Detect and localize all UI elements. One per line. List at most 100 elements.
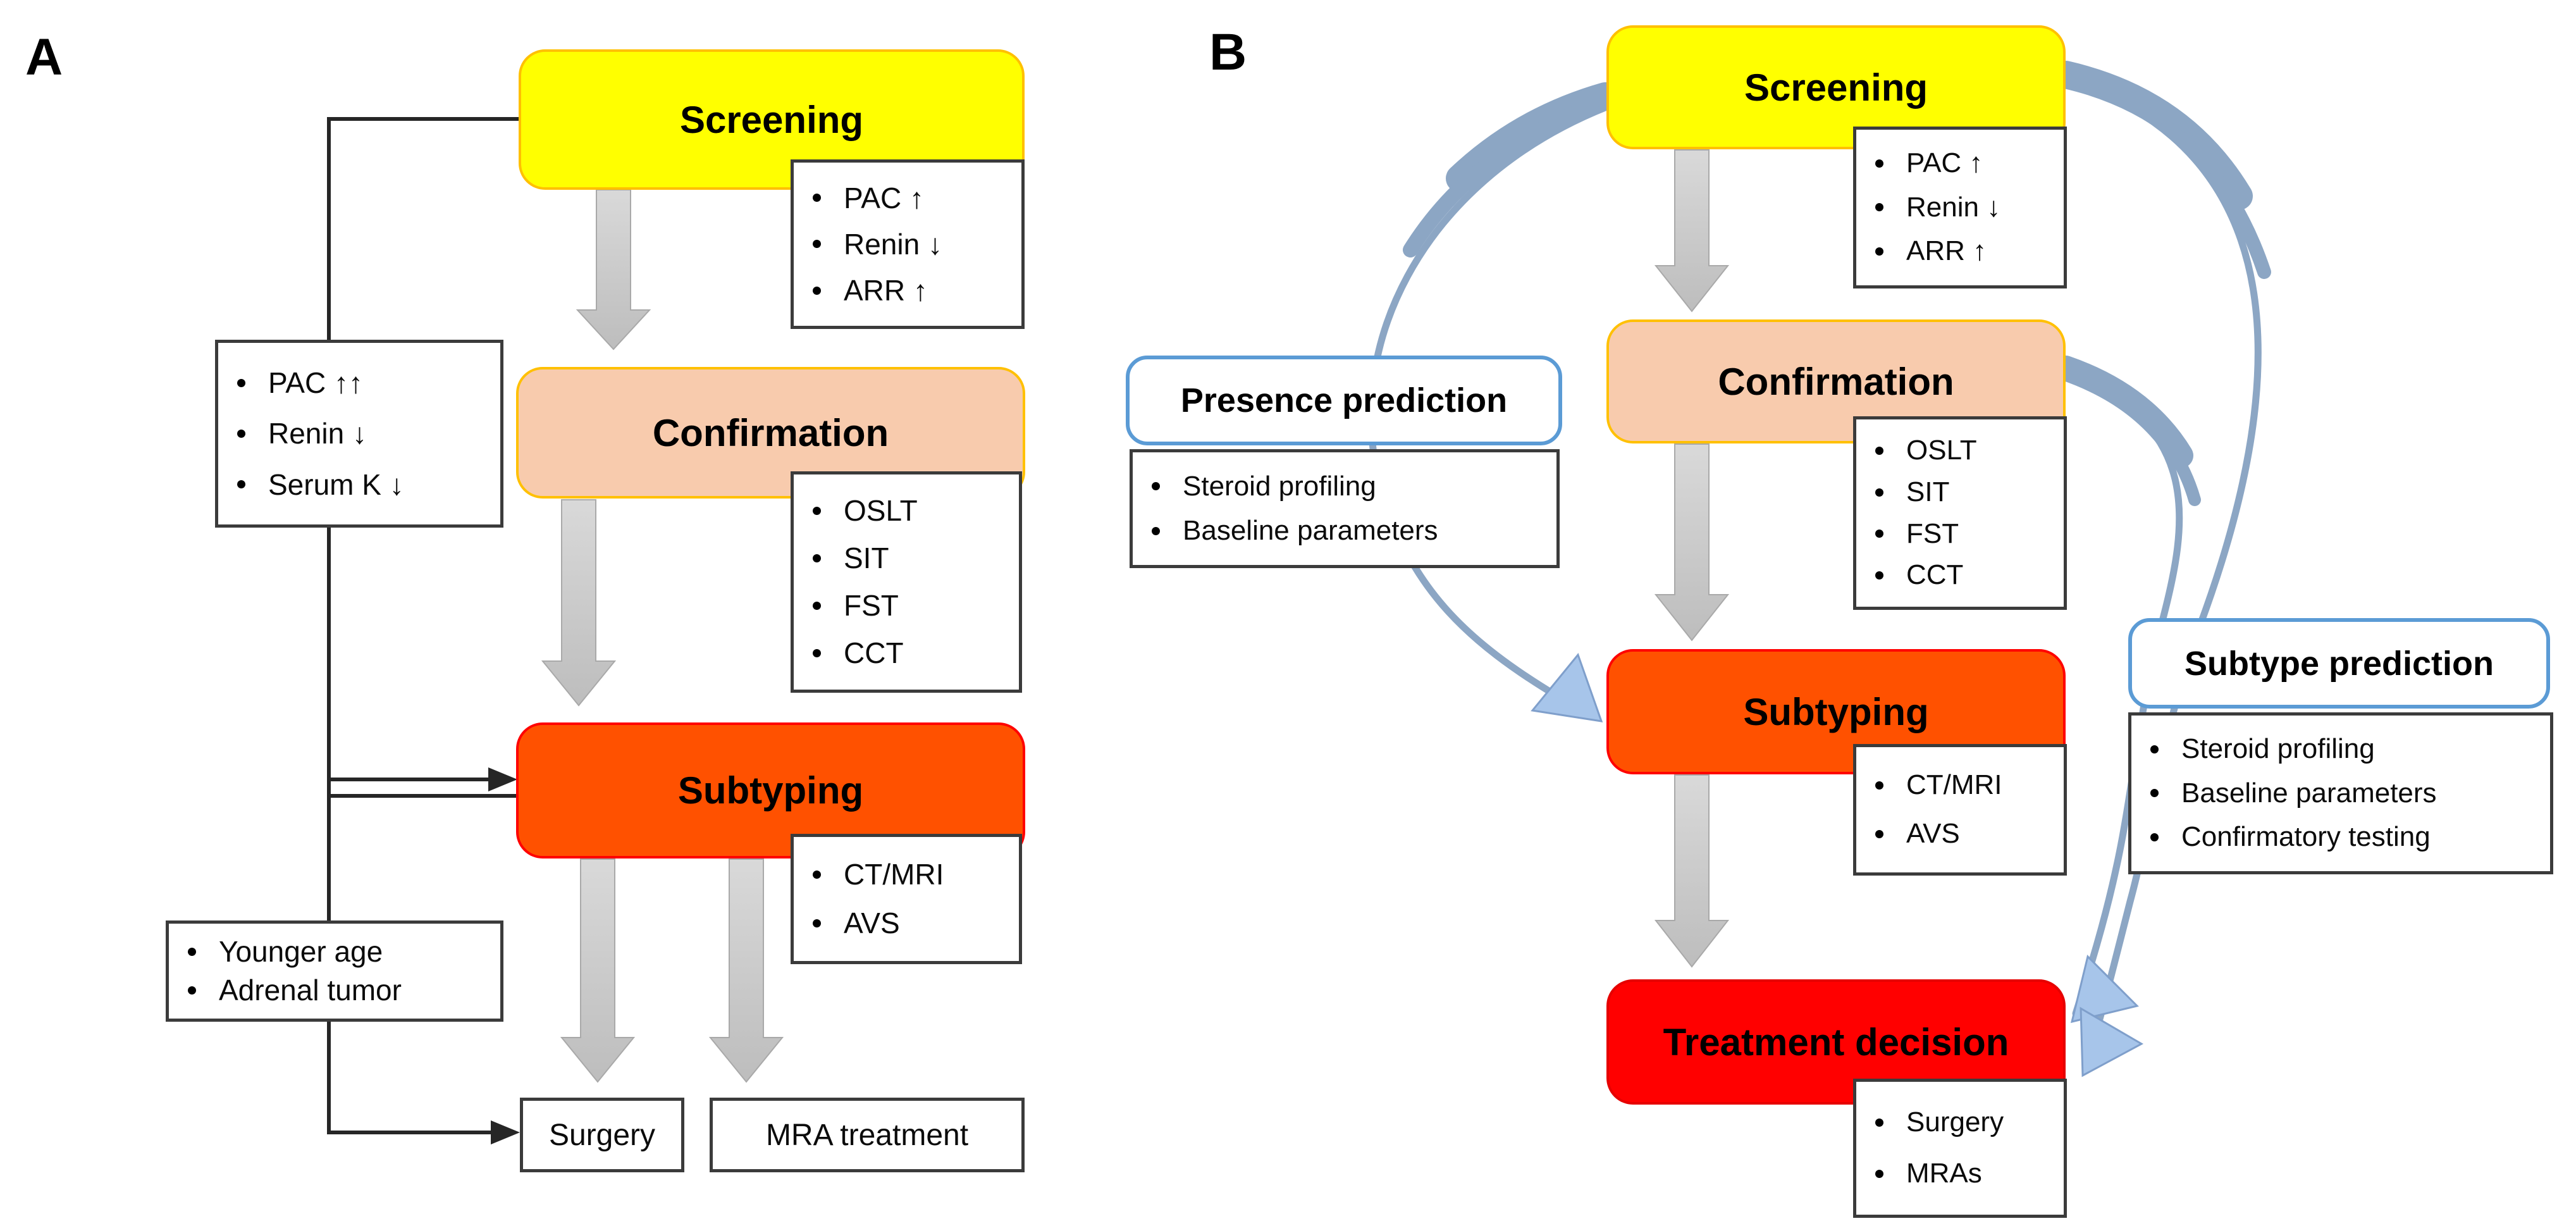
bullet-icon: [1875, 247, 1883, 256]
list-item: Confirmatory testing: [2150, 821, 2545, 853]
curve-group: [1367, 61, 2271, 1072]
bullet-list: CT/MRI AVS: [1875, 752, 2059, 867]
presence-prediction-note: Steroid profiling Baseline parameters: [1130, 449, 1560, 568]
flow-arrow-subtyping-surgery-icon: [560, 858, 636, 1083]
list-item: CT/MRI: [813, 858, 1014, 891]
bullet-text: Baseline parameters: [2181, 777, 2437, 809]
bullet-icon: [237, 378, 245, 387]
bullet-text: PAC ↑: [1906, 147, 1983, 179]
bullet-text: CT/MRI: [844, 858, 944, 891]
flow-arrow-confirmation-subtyping-icon: [541, 499, 617, 707]
bullet-list: PAC ↑↑ Renin ↓ Serum K ↓: [237, 348, 495, 519]
bullet-icon: [1875, 488, 1883, 497]
bullet-text: Renin ↓: [844, 227, 942, 261]
subtype-prediction-note: Steroid profiling Baseline parameters Co…: [2128, 712, 2553, 874]
bullet-icon: [237, 480, 245, 489]
bullet-icon: [813, 194, 821, 202]
bullet-text: Renin ↓: [1906, 191, 2001, 223]
stage-title: Treatment decision: [1663, 1020, 2009, 1063]
subtype-prediction-box: Subtype prediction: [2128, 618, 2550, 709]
list-item: Adrenal tumor: [188, 974, 495, 1007]
bullet-icon: [1875, 530, 1883, 538]
bullet-text: Confirmatory testing: [2181, 821, 2431, 853]
list-item: Serum K ↓: [237, 468, 495, 501]
presence-prediction-box: Presence prediction: [1126, 356, 1562, 445]
bullet-list: PAC ↑ Renin ↓ ARR ↑: [813, 168, 1016, 321]
bullet-text: Baseline parameters: [1183, 514, 1438, 546]
list-item: FST: [1875, 518, 2059, 549]
bullet-text: OSLT: [844, 494, 918, 528]
list-item: Baseline parameters: [2150, 778, 2545, 809]
outcome-mra-box: MRA treatment: [710, 1098, 1025, 1172]
bullet-list: Surgery MRAs: [1875, 1087, 2059, 1210]
bullet-icon: [1152, 482, 1160, 491]
prediction-title: Presence prediction: [1180, 381, 1508, 419]
bullet-text: AVS: [1906, 818, 1960, 850]
bullet-icon: [1875, 203, 1883, 212]
bullet-icon: [2150, 833, 2159, 842]
bullet-list: Younger age Adrenal tumor: [188, 929, 495, 1013]
bullet-list: Steroid profiling Baseline parameters Co…: [2150, 721, 2545, 866]
flow-arrow-subtyping-mra-icon: [708, 858, 784, 1083]
curve-screening-to-subtyping-mid-icon: [1403, 94, 1613, 257]
outcome-surgery-box: Surgery: [520, 1098, 684, 1172]
subtyping-tests-note-a: CT/MRI AVS: [791, 834, 1022, 964]
connector-trunk-line: [327, 117, 519, 1134]
bullet-text: Younger age: [219, 934, 383, 968]
list-item: Baseline parameters: [1152, 514, 1551, 546]
list-item: CCT: [813, 637, 1014, 669]
list-item: Surgery: [1875, 1107, 2059, 1137]
bullet-icon: [813, 648, 821, 657]
confirmation-tests-note-b: OSLT SIT FST CCT: [1853, 416, 2067, 610]
blue-arrowhead-into-treatment-lower-icon: [2080, 1007, 2144, 1077]
list-item: SIT: [1875, 476, 2059, 507]
bullet-text: Steroid profiling: [2181, 733, 2375, 765]
bullet-text: PAC ↑↑: [268, 366, 363, 399]
bullet-icon: [813, 554, 821, 563]
bullet-text: CCT: [1906, 559, 1964, 591]
blue-arrowhead-into-subtyping-icon: [1531, 652, 1603, 722]
bullet-list: CT/MRI AVS: [813, 842, 1014, 956]
list-item: Younger age: [188, 936, 495, 968]
list-item: CCT: [1875, 559, 2059, 591]
bullet-text: SIT: [844, 542, 889, 575]
bullet-text: Renin ↓: [268, 417, 367, 450]
list-item: ARR ↑: [1875, 235, 2059, 267]
bullet-icon: [188, 986, 196, 995]
bullet-icon: [2150, 745, 2159, 753]
list-item: Steroid profiling: [2150, 733, 2545, 765]
list-item: PAC ↑↑: [237, 367, 495, 399]
bullet-icon: [1152, 526, 1160, 535]
bullet-text: MRAs: [1906, 1158, 1982, 1189]
list-item: PAC ↑: [813, 182, 1016, 214]
treatment-options-note: Surgery MRAs: [1853, 1079, 2067, 1218]
bullet-list: PAC ↑ Renin ↓ ARR ↑: [1875, 135, 2059, 280]
bullet-text: Surgery: [1906, 1106, 2004, 1138]
list-item: MRAs: [1875, 1158, 2059, 1189]
list-item: Renin ↓: [1875, 192, 2059, 223]
flow-arrow-b-screening-confirmation-icon: [1654, 149, 1730, 313]
bullet-icon: [813, 871, 821, 879]
bullet-text: CCT: [844, 636, 904, 670]
bullet-icon: [813, 601, 821, 610]
stage-treatment-decision: Treatment decision: [1606, 979, 2066, 1105]
bullet-text: Serum K ↓: [268, 468, 404, 501]
list-item: AVS: [1875, 818, 2059, 850]
curve-screening-to-treatment-icon: [2062, 75, 2262, 1072]
screening-criteria-note-b: PAC ↑ Renin ↓ ARR ↑: [1853, 127, 2067, 288]
bullet-text: ARR ↑: [1906, 235, 1987, 267]
flow-arrow-b-confirmation-subtyping-icon: [1654, 443, 1730, 641]
list-item: ARR ↑: [813, 275, 1016, 307]
list-item: AVS: [813, 907, 1014, 939]
bullet-text: PAC ↑: [844, 181, 924, 214]
bullet-text: AVS: [844, 907, 900, 940]
bullet-icon: [237, 429, 245, 438]
list-item: PAC ↑: [1875, 147, 2059, 179]
flow-arrow-b-subtyping-treatment-icon: [1654, 774, 1730, 968]
panel-b-label: B: [1209, 23, 1247, 81]
bullet-text: FST: [1906, 518, 1959, 549]
bullet-icon: [1875, 781, 1883, 790]
bullet-text: SIT: [1906, 476, 1950, 507]
bullet-icon: [1875, 829, 1883, 838]
pa-biochemistry-note: PAC ↑↑ Renin ↓ Serum K ↓: [215, 340, 503, 528]
